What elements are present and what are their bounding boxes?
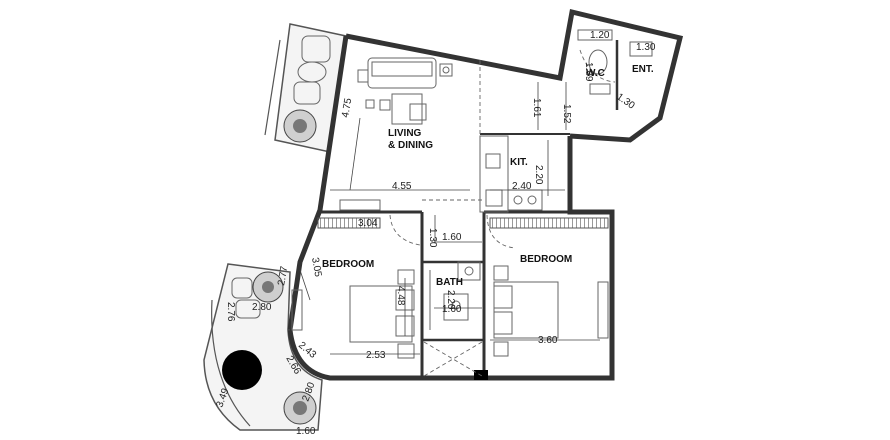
dim-balcony-a: 2.77 (276, 265, 290, 287)
dim-ent-width: 1.30 (636, 42, 656, 53)
dim-balcony-b: 2.76 (225, 302, 236, 322)
dining-table (391, 93, 423, 125)
bedroom-right-label: BEDROOM (520, 254, 572, 265)
dim-balcony-c: 2.80 (252, 302, 272, 313)
dim-bed-left-width: 2.53 (366, 350, 386, 361)
wardrobe (317, 217, 381, 229)
toilet-icon (443, 293, 469, 321)
sink-icon (485, 153, 501, 169)
column-marker (222, 350, 262, 390)
wardrobe (489, 217, 609, 229)
dim-wc-width: 1.20 (590, 30, 610, 41)
dim-wc-depth: 1.89 (583, 62, 594, 82)
dim-bath-top-depth: 1.30 (427, 228, 438, 248)
bath-label: BATH (436, 277, 463, 288)
dim-balcony-g: 1.60 (296, 426, 316, 437)
living-furniture (357, 57, 453, 125)
exterior-walls (287, 8, 684, 381)
washbasin-icon (457, 261, 481, 281)
bedroom-right-furniture (489, 217, 609, 357)
wc-label: W.C (586, 68, 605, 79)
dim-kit-width: 2.40 (512, 181, 532, 192)
kitchen-fixtures (479, 135, 543, 213)
balcony-bottom-left (203, 263, 323, 431)
dim-bed-left-depth: 4.48 (395, 286, 406, 306)
dim-bed-right-width: 3.60 (538, 335, 558, 346)
dim-bath-top-width: 1.60 (442, 232, 462, 243)
bed (349, 285, 413, 343)
bedroom-left-furniture (291, 199, 415, 359)
dimension-lines (299, 82, 600, 355)
dim-corridor-2: 1.52 (561, 104, 572, 124)
dim-living-left: 4.75 (340, 97, 354, 119)
dim-bed-left-side: 3.05 (309, 257, 323, 279)
stove-icon (485, 189, 503, 207)
wc-fixtures (577, 29, 653, 95)
kitchen-label: KIT. (510, 157, 528, 168)
bed (493, 281, 559, 339)
dim-kit-depth: 2.20 (533, 165, 544, 185)
dim-bath-width: 1.60 (442, 304, 462, 315)
dim-bath-depth: 2.20 (445, 290, 456, 310)
dim-living-width: 4.55 (392, 181, 412, 192)
room-labels: LIVING & DINING KIT. W.C ENT. BEDROOM BE… (322, 64, 654, 288)
entrance-label: ENT. (632, 64, 654, 75)
toilet-icon (588, 49, 608, 75)
living-label-1: LIVING (388, 128, 422, 139)
living-label-2: & DINING (388, 140, 433, 151)
dimension-values: 1.20 1.89 1.30 1.30 4.75 1.61 1.52 4.55 … (214, 30, 655, 437)
bedroom-left-label: BEDROOM (322, 259, 374, 270)
dim-corridor-1: 1.61 (531, 98, 542, 118)
dim-bed-left-top: 3.04 (358, 218, 378, 229)
bath-fixtures (443, 261, 481, 321)
